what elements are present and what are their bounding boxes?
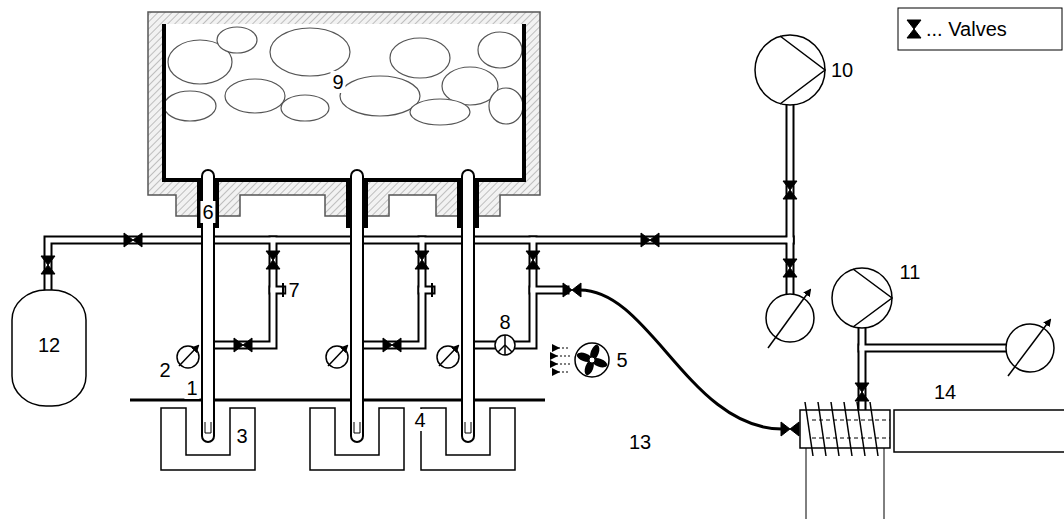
pump-symbol bbox=[755, 35, 825, 105]
callout-number: 5 bbox=[614, 349, 629, 371]
gas-tank bbox=[12, 290, 86, 406]
pipe-network bbox=[48, 104, 1006, 410]
callout-number: 12 bbox=[36, 334, 62, 356]
fan-symbol bbox=[575, 343, 609, 377]
callout-number: 14 bbox=[932, 381, 958, 403]
sensor-symbol bbox=[495, 335, 515, 355]
air-flow bbox=[556, 348, 570, 372]
pressure-gauge bbox=[766, 290, 814, 348]
callout-number: 2 bbox=[157, 359, 172, 381]
callout-number: 7 bbox=[286, 279, 301, 301]
pipe-stub bbox=[283, 283, 432, 297]
callout-number: 4 bbox=[412, 409, 427, 431]
callout-number: 8 bbox=[497, 311, 512, 333]
callout-number: 1 bbox=[184, 377, 199, 399]
callout-number: 3 bbox=[234, 425, 249, 447]
pressure-gauge bbox=[177, 346, 459, 368]
valve-symbol bbox=[41, 181, 869, 436]
legend-text: ... Valves bbox=[926, 18, 1007, 40]
flexible-line bbox=[580, 290, 782, 429]
legend-box bbox=[898, 8, 1062, 50]
sample-tube bbox=[208, 176, 468, 436]
vessel-liner bbox=[164, 24, 524, 180]
sample-cell bbox=[800, 402, 1064, 519]
tube-sleeve bbox=[199, 181, 477, 228]
pressure-gauge bbox=[1006, 320, 1054, 376]
callout-number: 6 bbox=[200, 201, 215, 223]
pump-symbol bbox=[832, 268, 892, 328]
callout-number: 11 bbox=[898, 261, 923, 283]
vessel-cavity bbox=[163, 24, 525, 181]
callout-number: 13 bbox=[627, 431, 653, 453]
callout-number: 10 bbox=[829, 59, 855, 81]
callout-number: 9 bbox=[330, 71, 345, 93]
rock-fill bbox=[164, 27, 523, 125]
legend-valve-sample bbox=[907, 20, 921, 38]
